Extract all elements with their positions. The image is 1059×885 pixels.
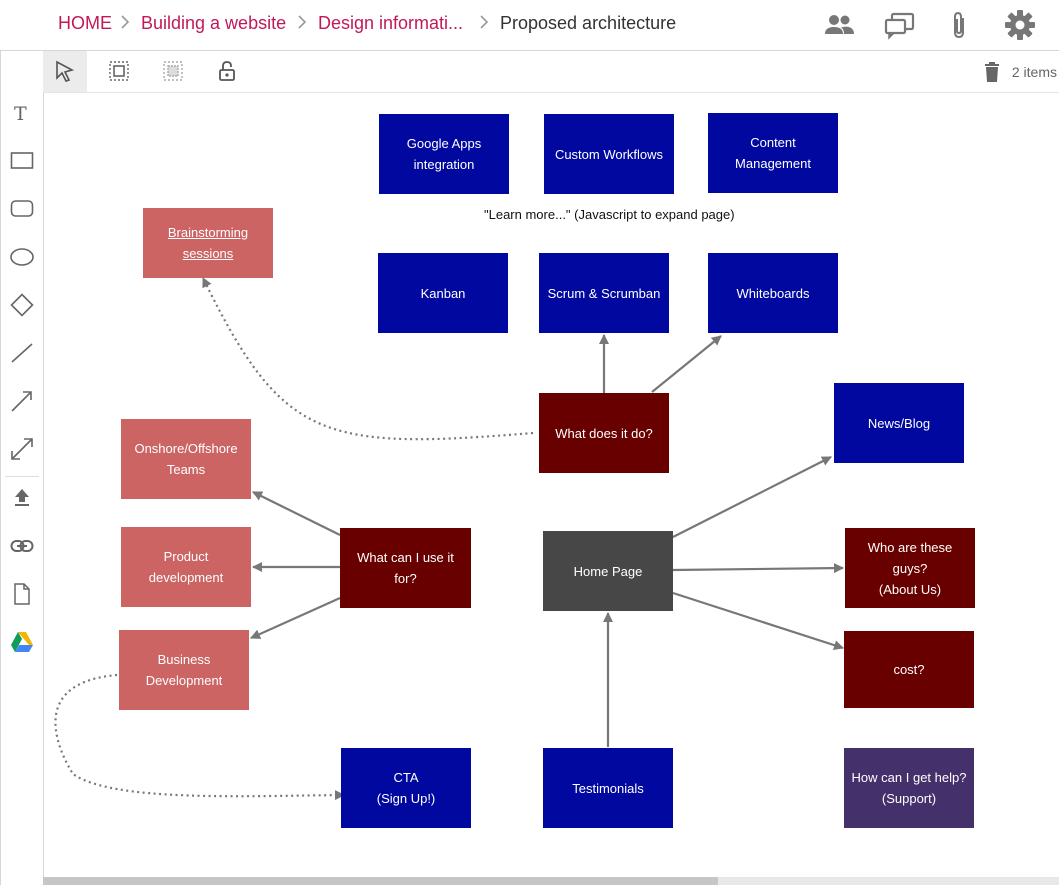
node-onshore-offshore-teams[interactable]: Onshore/Offshore Teams bbox=[121, 419, 251, 499]
text-tool-icon[interactable]: T bbox=[10, 101, 34, 125]
connector-home-news bbox=[672, 456, 832, 538]
diamond-tool-icon[interactable] bbox=[10, 293, 34, 317]
connector-whatcan-onshore bbox=[252, 491, 341, 536]
people-icon[interactable] bbox=[823, 9, 855, 41]
node-cost[interactable]: cost? bbox=[844, 631, 974, 708]
gear-icon[interactable] bbox=[1004, 9, 1036, 41]
node-cta-sign-up[interactable]: CTA (Sign Up!) bbox=[341, 748, 471, 828]
group-icon bbox=[109, 61, 129, 81]
node-custom-workflows[interactable]: Custom Workflows bbox=[544, 114, 674, 194]
ungroup-tool[interactable] bbox=[151, 51, 195, 92]
node-testimonials[interactable]: Testimonials bbox=[543, 748, 673, 828]
node-about-us[interactable]: Who are these guys? (About Us) bbox=[845, 528, 975, 608]
connector-whatcan-business bbox=[250, 596, 341, 640]
screens-icon[interactable] bbox=[883, 9, 915, 41]
google-drive-icon[interactable] bbox=[10, 630, 34, 654]
items-count: 2 items bbox=[1011, 64, 1057, 80]
breadcrumb-current-page: Proposed architecture bbox=[500, 13, 677, 33]
link-icon[interactable] bbox=[10, 534, 34, 558]
paperclip-icon[interactable] bbox=[943, 9, 975, 41]
connector-home-cost bbox=[672, 591, 844, 650]
node-what-does-it-do[interactable]: What does it do? bbox=[539, 393, 669, 473]
double-arrow-tool-icon[interactable] bbox=[10, 437, 34, 461]
toolbar-divider bbox=[5, 476, 39, 477]
scrollbar-thumb[interactable] bbox=[43, 877, 718, 885]
node-product-development[interactable]: Product development bbox=[121, 527, 251, 607]
breadcrumb-home[interactable]: HOME bbox=[58, 13, 112, 33]
rounded-rectangle-tool-icon[interactable] bbox=[10, 197, 34, 221]
breadcrumb-building-website[interactable]: Building a website bbox=[141, 13, 287, 33]
node-home-page[interactable]: Home Page bbox=[543, 531, 673, 611]
arrow-tool-icon[interactable] bbox=[10, 389, 34, 413]
ellipse-tool-icon[interactable] bbox=[10, 245, 34, 269]
header-bar: HOME Building a website Design informati… bbox=[0, 0, 1059, 51]
node-whiteboards[interactable]: Whiteboards bbox=[708, 253, 838, 333]
connector-whatdoes-brainstorming bbox=[202, 277, 534, 441]
lock-icon bbox=[219, 61, 235, 81]
select-tool[interactable] bbox=[43, 51, 87, 92]
node-kanban[interactable]: Kanban bbox=[378, 253, 508, 333]
node-google-apps-integration[interactable]: Google Apps integration bbox=[379, 114, 509, 194]
learn-more-note: "Learn more..." (Javascript to expand pa… bbox=[484, 207, 735, 222]
node-content-management[interactable]: Content Management bbox=[708, 113, 838, 193]
node-brainstorming-sessions[interactable]: Brainstorming sessions bbox=[143, 208, 273, 278]
node-what-can-i-use-it-for[interactable]: What can I use it for? bbox=[340, 528, 471, 608]
horizontal-scrollbar[interactable] bbox=[43, 877, 1059, 885]
node-news-blog[interactable]: News/Blog bbox=[834, 383, 964, 463]
chevron-right-icon bbox=[480, 15, 489, 29]
rectangle-tool-icon[interactable] bbox=[10, 149, 34, 173]
line-tool-icon[interactable] bbox=[10, 341, 34, 365]
connector-whatdoes-whiteboards bbox=[651, 335, 722, 393]
svg-text:T: T bbox=[14, 103, 27, 125]
ungroup-icon bbox=[163, 61, 183, 81]
canvas-toolbar: 2 items bbox=[43, 51, 1059, 93]
document-icon[interactable] bbox=[10, 582, 34, 606]
cursor-arrow-icon bbox=[56, 60, 75, 82]
breadcrumb-design-information[interactable]: Design informati... bbox=[318, 13, 464, 33]
node-business-development[interactable]: Business Development bbox=[119, 630, 249, 710]
shape-toolbar: T bbox=[0, 51, 44, 885]
connector-home-about bbox=[672, 563, 844, 574]
trash-icon[interactable] bbox=[982, 61, 1002, 83]
diagram-canvas[interactable]: Google Apps integration Custom Workflows… bbox=[43, 92, 1059, 877]
node-scrum-scrumban[interactable]: Scrum & Scrumban bbox=[539, 253, 669, 333]
node-support[interactable]: How can I get help? (Support) bbox=[844, 748, 974, 828]
group-tool[interactable] bbox=[97, 51, 141, 92]
connector-business-cta bbox=[54, 673, 345, 801]
chevron-right-icon bbox=[121, 15, 130, 29]
connectors-layer bbox=[54, 277, 844, 801]
upload-icon[interactable] bbox=[10, 486, 34, 510]
chevron-right-icon bbox=[298, 15, 307, 29]
lock-tool[interactable] bbox=[205, 51, 249, 92]
